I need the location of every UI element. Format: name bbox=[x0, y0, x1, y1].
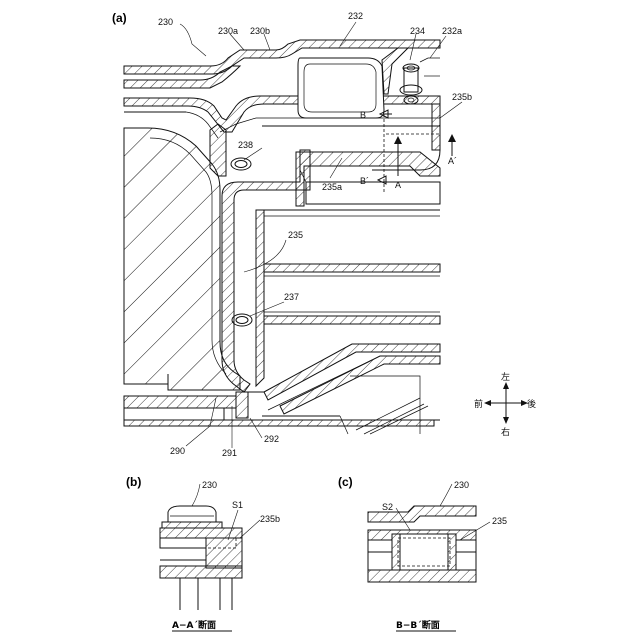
label-237: 237 bbox=[284, 292, 299, 302]
label-232: 232 bbox=[348, 11, 363, 21]
section-mark-a-prime: A´ bbox=[448, 156, 457, 166]
panel-b-label: (b) bbox=[126, 475, 141, 489]
b-label-235b: 235b bbox=[260, 514, 280, 524]
panel-a-label: (a) bbox=[112, 11, 127, 25]
label-234: 234 bbox=[410, 26, 425, 36]
label-230: 230 bbox=[158, 17, 173, 27]
base-290 bbox=[124, 396, 236, 408]
panel-c-label: (c) bbox=[338, 475, 353, 489]
label-235: 235 bbox=[288, 230, 303, 240]
label-292: 292 bbox=[264, 434, 279, 444]
hole-238 bbox=[231, 158, 251, 170]
label-238: 238 bbox=[238, 140, 253, 150]
section-mark-b-prime: B´ bbox=[360, 176, 369, 186]
compass-front-label: 前 bbox=[474, 398, 483, 409]
panel-a-drawing bbox=[124, 22, 528, 448]
label-290: 290 bbox=[170, 446, 185, 456]
caption-b-b: B−B´断面 bbox=[396, 619, 440, 631]
c-label-230: 230 bbox=[454, 480, 469, 490]
label-232a: 232a bbox=[442, 26, 462, 36]
label-230b: 230b bbox=[250, 26, 270, 36]
rib-upper bbox=[264, 264, 440, 272]
label-235b: 235b bbox=[452, 92, 472, 102]
inner-flange bbox=[124, 96, 440, 132]
panel-c-drawing bbox=[368, 484, 490, 582]
rib-middle bbox=[264, 316, 440, 324]
c-label-s2: S2 bbox=[382, 502, 393, 512]
caption-a-a: A−A´断面 bbox=[172, 619, 216, 631]
section-mark-a: A bbox=[395, 180, 401, 190]
b-label-s1: S1 bbox=[232, 500, 243, 510]
section-mark-b: B bbox=[360, 110, 366, 120]
c-label-235: 235 bbox=[492, 516, 507, 526]
b-label-230: 230 bbox=[202, 480, 217, 490]
label-235a: 235a bbox=[322, 182, 342, 192]
compass-left-label: 左 bbox=[501, 371, 510, 382]
panel-b-drawing bbox=[160, 484, 260, 610]
hole-237 bbox=[232, 314, 252, 326]
direction-compass bbox=[484, 382, 528, 424]
label-291: 291 bbox=[222, 448, 237, 458]
label-230a: 230a bbox=[218, 26, 238, 36]
part-292 bbox=[236, 392, 248, 418]
compass-rear-label: 後 bbox=[527, 398, 536, 409]
boss-232 bbox=[298, 58, 384, 118]
compass-right-label: 右 bbox=[501, 426, 510, 437]
